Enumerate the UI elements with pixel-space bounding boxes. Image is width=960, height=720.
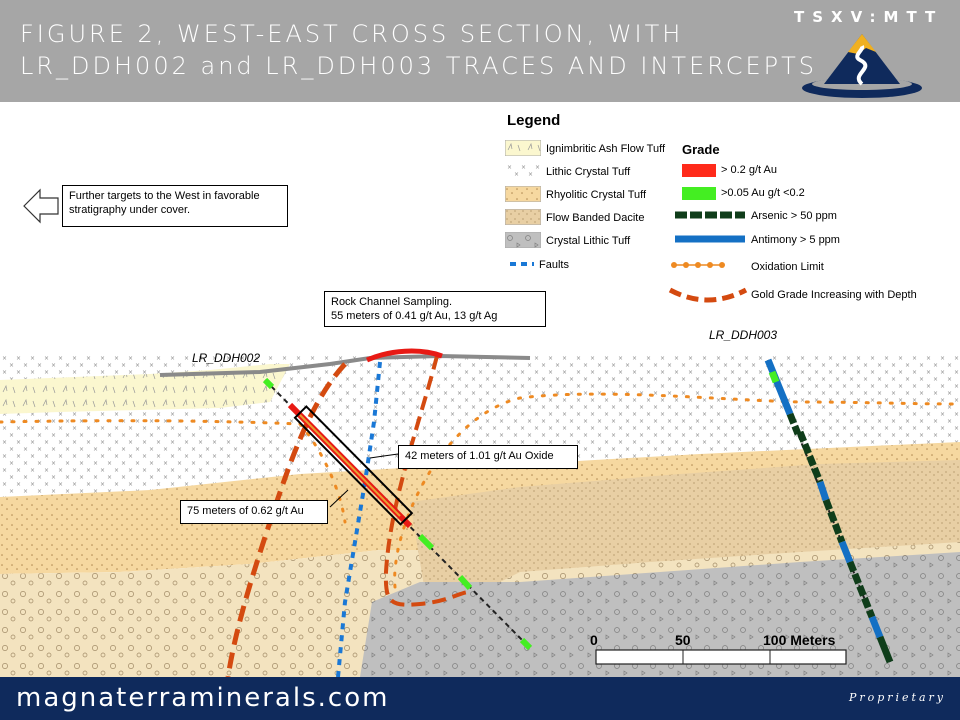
high-grade-swatch (682, 164, 716, 177)
legend-high-grade-label: > 0.2 g/t Au (721, 164, 777, 176)
scale-bar (595, 649, 847, 665)
scale-label-mid: 50 (675, 632, 691, 648)
topography-line (159, 353, 531, 377)
legend-lithic-label: Lithic Crystal Tuff (546, 166, 631, 178)
channel-line-2: 55 meters of 0.41 g/t Au, 13 g/t Ag (331, 310, 498, 322)
channel-line-1: Rock Channel Sampling. (331, 296, 453, 308)
west-targets-callout: Further targets to the West in favorable… (62, 185, 288, 227)
company-logo (802, 34, 922, 98)
gold-depth-boundary-east (383, 355, 471, 607)
legend-oxidation-label: Oxidation Limit (751, 261, 824, 273)
rhyolitic-swatch (505, 186, 541, 202)
title-line-1: FIGURE 2, WEST-EAST CROSS SECTION, WITH (20, 20, 684, 48)
crystal-lithic-swatch (505, 232, 541, 248)
gold-depth-legend-icon (668, 287, 748, 303)
website-url[interactable]: magnaterraminerals.com (16, 683, 390, 713)
legend-dacite-label: Flow Banded Dacite (546, 212, 645, 224)
scale-label-zero: 0 (590, 632, 598, 648)
legend-faults-label: Faults (539, 259, 569, 271)
legend-ignimbrite-label: Ignimbritic Ash Flow Tuff (546, 143, 666, 155)
interval-75m-box (293, 405, 414, 526)
fault-legend-icon (510, 262, 534, 266)
scale-label-end: 100 Meters (763, 632, 836, 648)
header-bar: FIGURE 2, WEST-EAST CROSS SECTION, WITH … (0, 0, 960, 102)
crystal-lithic-tuff-unit (360, 552, 960, 677)
grade-title: Grade (682, 142, 720, 157)
oxidation-limit-line (0, 392, 960, 589)
west-arrow-icon (23, 188, 59, 224)
oxidation-legend-icon (671, 262, 725, 268)
legend-rhyolitic-label: Rhyolitic Crystal Tuff (546, 189, 647, 201)
legend-low-grade-label: >0.05 Au g/t <0.2 (721, 187, 805, 199)
legend-arsenic-label: Arsenic > 50 ppm (751, 210, 837, 222)
legend-crystal-lithic-label: Crystal Lithic Tuff (546, 235, 631, 247)
legend-antimony-label: Antimony > 5 ppm (751, 234, 840, 246)
au-75m-intercept-callout: 75 meters of 0.62 g/t Au (180, 500, 328, 524)
lithic-swatch (505, 163, 541, 179)
ddh002-label: LR_DDH002 (192, 351, 261, 365)
antimony-legend-icon (675, 235, 745, 243)
ignimbrite-swatch (505, 140, 541, 156)
proprietary-label: Proprietary (848, 691, 946, 704)
arsenic-legend-icon (675, 211, 745, 219)
oxide-intercept-callout: 42 meters of 1.01 g/t Au Oxide (398, 445, 578, 469)
channel-sampling-callout: Rock Channel Sampling. 55 meters of 0.41… (324, 291, 546, 327)
rock-channel-sample (366, 348, 443, 363)
low-grade-swatch (682, 187, 716, 200)
legend-gold-depth-label: Gold Grade Increasing with Depth (751, 289, 917, 301)
page-title: FIGURE 2, WEST-EAST CROSS SECTION, WITH … (20, 18, 817, 82)
ddh003-label: LR_DDH003 (709, 328, 778, 342)
footer-bar: magnaterraminerals.com Proprietary (0, 677, 960, 720)
ticker-symbol: TSXV:MTT (794, 8, 944, 26)
ignimbrite-unit (0, 364, 290, 414)
fault-line (336, 361, 382, 677)
legend-title: Legend (507, 112, 561, 129)
title-line-2: LR_DDH002 and LR_DDH003 TRACES AND INTER… (20, 52, 818, 80)
dacite-swatch (505, 209, 541, 225)
